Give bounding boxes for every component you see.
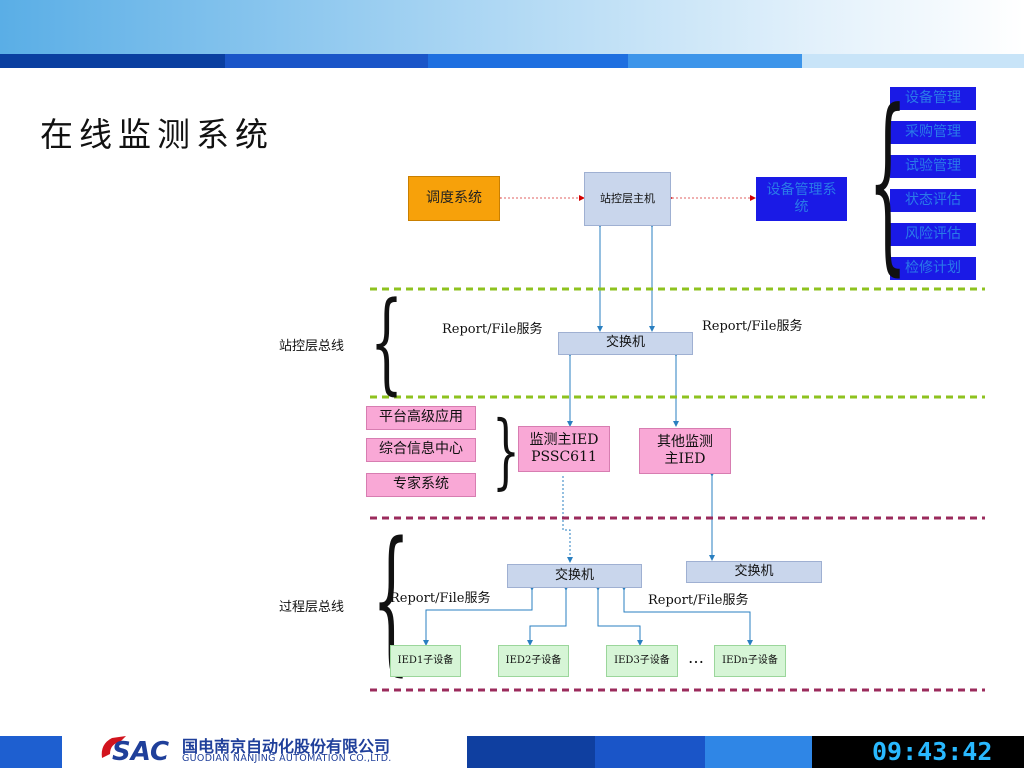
brace-station-bus: { — [370, 280, 404, 407]
other-ied-box: 其他监测 主IED — [639, 428, 731, 474]
app-item-box: 专家系统 — [366, 473, 476, 497]
dispatch-system-box: 调度系统 — [408, 176, 500, 221]
ied-sub-device-box: IED1子设备 — [390, 645, 461, 677]
company-name-en: GUODIAN NANJING AUTOMATION CO.,LTD. — [182, 753, 392, 764]
clock-panel — [812, 736, 1024, 768]
page-title: 在线监测系统 — [40, 115, 274, 154]
header-strip-1 — [0, 54, 225, 68]
mgmt-item-box: 状态评估 — [890, 189, 976, 212]
main-ied-line1: 监测主IED — [529, 431, 599, 448]
station-service-right: Report/File服务 — [702, 319, 803, 334]
process-bus-label: 过程层总线 — [279, 600, 345, 615]
footer-bar-3 — [705, 736, 812, 768]
other-ied-line1: 其他监测 — [657, 433, 713, 450]
mgmt-item-box: 试验管理 — [890, 155, 976, 178]
mgmt-item-box: 设备管理 — [890, 87, 976, 110]
header-strip-2 — [225, 54, 428, 68]
footer-bar-left — [0, 736, 62, 768]
process-service-left: Report/File服务 — [390, 591, 491, 606]
station-bus-label: 站控层总线 — [279, 339, 345, 354]
ellipsis-text: … — [688, 648, 704, 667]
header-strip-3 — [428, 54, 628, 68]
main-ied-box: 监测主IED PSSC611 — [518, 426, 610, 472]
ied-sub-device-box: IED2子设备 — [498, 645, 569, 677]
process-switch-left-box: 交换机 — [507, 564, 642, 588]
ied-sub-device-box: IED3子设备 — [606, 645, 678, 677]
header-strip-5 — [802, 54, 1024, 68]
brace-mgmt: { — [868, 67, 908, 294]
station-switch-box: 交换机 — [558, 332, 693, 355]
footer-bar-2 — [595, 736, 705, 768]
process-service-right: Report/File服务 — [648, 593, 749, 608]
device-management-system-box: 设备管理系统 — [756, 177, 847, 221]
mgmt-item-box: 采购管理 — [890, 121, 976, 144]
mgmt-item-box: 风险评估 — [890, 223, 976, 246]
mgmt-item-box: 检修计划 — [890, 257, 976, 280]
app-item-box: 平台高级应用 — [366, 406, 476, 430]
footer-bar-1 — [467, 736, 595, 768]
logo-text: SAC — [112, 737, 169, 766]
ied-sub-device-box: IEDn子设备 — [714, 645, 786, 677]
header-strip-4 — [628, 54, 802, 68]
company-logo: SAC — [101, 736, 169, 766]
app-item-box: 综合信息中心 — [366, 438, 476, 462]
other-ied-line2: 主IED — [664, 451, 706, 467]
header-gradient-band — [0, 0, 1024, 54]
main-ied-line2: PSSC611 — [531, 449, 597, 465]
brace-apps: } — [492, 404, 520, 499]
process-switch-right-box: 交换机 — [686, 561, 822, 583]
company-name-cn: 国电南京自动化股份有限公司 — [182, 737, 391, 756]
clock-display: 09:43:42 — [872, 737, 993, 766]
station-host-box: 站控层主机 — [584, 172, 671, 226]
station-service-left: Report/File服务 — [442, 322, 543, 337]
